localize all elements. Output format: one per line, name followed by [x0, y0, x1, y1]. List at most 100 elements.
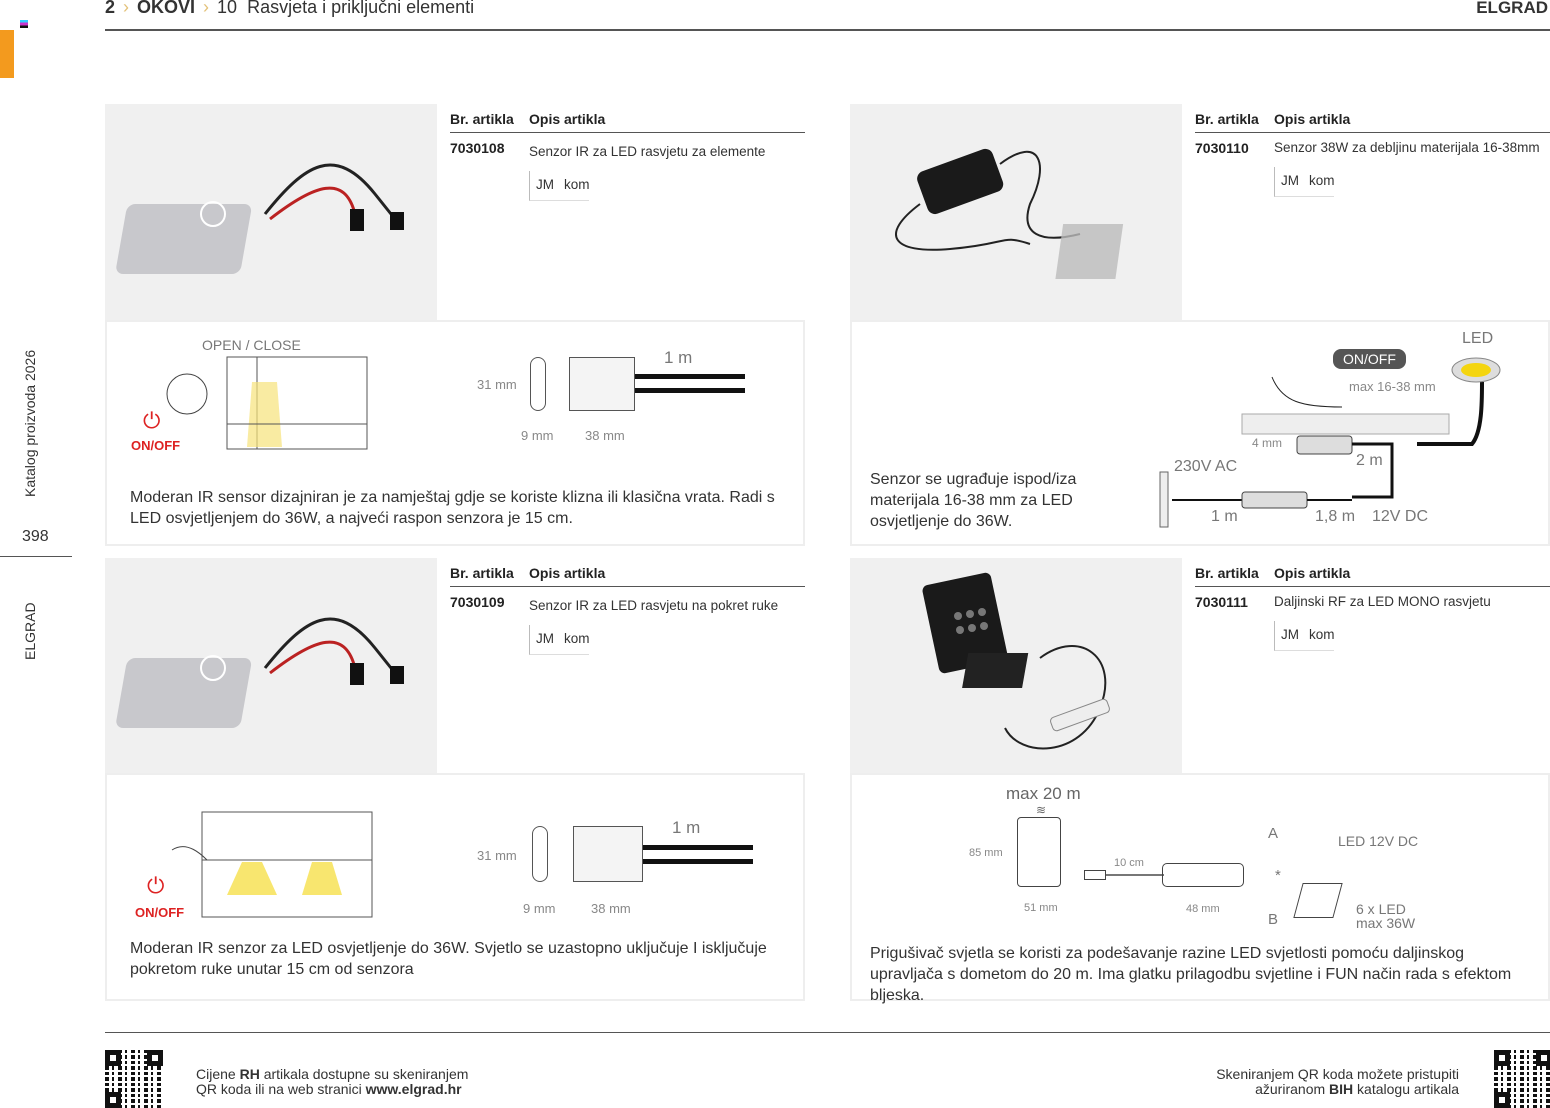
chevron-right-icon: › [203, 0, 210, 17]
product-text: Senzor se ugrađuje ispod/iza materijala … [870, 471, 1077, 530]
dim-length: 38 mm [591, 901, 631, 916]
unit-cell: JM kom [529, 171, 590, 201]
dc-label: 12V DC [1372, 508, 1429, 525]
sensor-kit-image [895, 148, 1124, 279]
unit-cell: JM kom [1274, 167, 1335, 197]
dim-width: 9 mm [523, 901, 556, 916]
chevron-right-icon: › [123, 0, 130, 17]
depth-label: 4 mm [1252, 436, 1282, 450]
product-code[interactable]: 7030109 [450, 594, 505, 610]
product-image [850, 104, 1182, 320]
product-diagram-panel: max 20 m ≋ 85 mm 51 mm 10 cm 48 mm A * B… [850, 773, 1550, 1004]
breadcrumb-section-num[interactable]: 2 [105, 0, 116, 17]
catalog-label: Katalog proizvoda 2026 [22, 349, 38, 497]
led-count-label: 6 x LED [1356, 901, 1406, 917]
output-b: B [1268, 911, 1279, 928]
product-diagram-panel: OPEN / CLOSE ⏻ ON/OFF 31 mm 9 mm 38 mm 1… [105, 320, 805, 546]
product-code[interactable]: 7030111 [1195, 594, 1248, 610]
ir-sensor-image [116, 163, 404, 274]
product-desc: Senzor IR za LED rasvjetu na pokret ruke [529, 598, 779, 613]
led-12v-label: LED 12V DC [1338, 833, 1419, 849]
col-header-code: Br. artikla [450, 111, 514, 127]
onoff-label: ON/OFF [135, 905, 185, 920]
product-image [850, 558, 1182, 774]
table-divider [450, 586, 805, 587]
page-number: 398 [22, 528, 49, 545]
dimmer-outline [1162, 863, 1244, 887]
cabinet-illustration [166, 356, 368, 450]
unit-value: kom [1309, 173, 1335, 188]
product-text: Prigušivač svjetla se koristi za podešav… [870, 945, 1512, 1004]
breadcrumb: 2 › OKOVI › 10 Rasvjeta i priključni element… [105, 0, 474, 18]
product-desc: Senzor 38W za debljinu materijala 16-38m… [1274, 140, 1540, 155]
breadcrumb-sub-num: 10 [217, 0, 238, 17]
product-diagram-panel: ⏻ ON/OFF 31 mm 9 mm 38 mm 1 m Moderan IR… [105, 773, 805, 1001]
dim-height: 31 mm [477, 377, 517, 392]
jm-label: JM [1281, 627, 1299, 642]
dim-width: 9 mm [521, 428, 554, 443]
sensor-side-view [532, 826, 548, 882]
thickness-label: max 16-38 mm [1349, 379, 1436, 394]
power-icon: ⏻ [143, 408, 161, 433]
ir-sensor-image [116, 617, 404, 728]
dim-width: 51 mm [1024, 902, 1058, 914]
connector [1084, 870, 1106, 880]
remote-outline [1017, 817, 1061, 887]
product-text: Moderan IR sensor dizajniran je za namje… [130, 489, 775, 527]
col-header-code: Br. artikla [450, 565, 514, 581]
dim-height: 31 mm [477, 848, 517, 863]
power-icon: ⏻ [147, 873, 165, 898]
max-power-label: max 36W [1356, 915, 1416, 931]
jm-label: JM [536, 177, 554, 192]
cable [635, 388, 745, 393]
dim-length: 48 mm [1186, 903, 1220, 915]
product-desc: Daljinski RF za LED MONO rasvjetu [1274, 594, 1491, 609]
col-header-desc: Opis artikla [1274, 111, 1351, 127]
cable-1m: 1 m [1211, 508, 1238, 525]
section-tab [0, 30, 14, 78]
cable-length: 1 m [664, 348, 693, 367]
table-divider [450, 132, 805, 133]
product-diagram-panel: ON/OFF LED max 16-38 mm 4 mm 2 m 230V AC… [850, 320, 1550, 546]
color-marks [20, 20, 28, 28]
website-link[interactable]: www.elgrad.hr [365, 1081, 462, 1097]
product-code[interactable]: 7030108 [450, 140, 505, 156]
sidebar-brand: ELGRAD [22, 602, 38, 660]
col-header-code: Br. artikla [1195, 565, 1259, 581]
cable [1106, 874, 1164, 876]
unit-value: kom [564, 177, 590, 192]
table-divider [1195, 586, 1550, 587]
breadcrumb-section[interactable]: OKOVI [137, 0, 196, 17]
installation-illustration [1159, 357, 1501, 528]
product-desc: Senzor IR za LED rasvjetu za elemente [529, 144, 766, 159]
sensor-front-view [569, 357, 635, 411]
cable [635, 374, 745, 379]
sidebar-divider [0, 556, 72, 557]
led-label: LED [1462, 330, 1494, 347]
product-image [105, 558, 437, 774]
qr-code-rh[interactable] [105, 1050, 163, 1108]
col-header-code: Br. artikla [1195, 111, 1259, 127]
product-code[interactable]: 7030110 [1195, 140, 1249, 156]
distributor [1293, 883, 1343, 918]
cable-1-8m: 1,8 m [1315, 508, 1356, 525]
asterisk: * [1275, 867, 1281, 884]
footer-left-text: Cijene RH artikala dostupne su skeniranj… [196, 1066, 469, 1097]
range-label: max 20 m [1006, 784, 1081, 803]
ac-label: 230V AC [1174, 458, 1238, 475]
open-close-label: OPEN / CLOSE [202, 337, 301, 353]
col-header-desc: Opis artikla [529, 111, 606, 127]
table-divider [1195, 132, 1550, 133]
footer-divider [105, 1032, 1550, 1033]
jm-label: JM [1281, 173, 1299, 188]
remote-kit-image [922, 572, 1110, 750]
header-divider [105, 29, 1550, 31]
onoff-badge: ON/OFF [1333, 349, 1406, 369]
breadcrumb-sub[interactable]: Rasvjeta i priključni elementi [247, 0, 475, 17]
qr-code-bih[interactable] [1494, 1050, 1550, 1108]
product-image [105, 104, 437, 320]
col-header-desc: Opis artikla [529, 565, 606, 581]
cable-length: 10 cm [1114, 857, 1144, 869]
